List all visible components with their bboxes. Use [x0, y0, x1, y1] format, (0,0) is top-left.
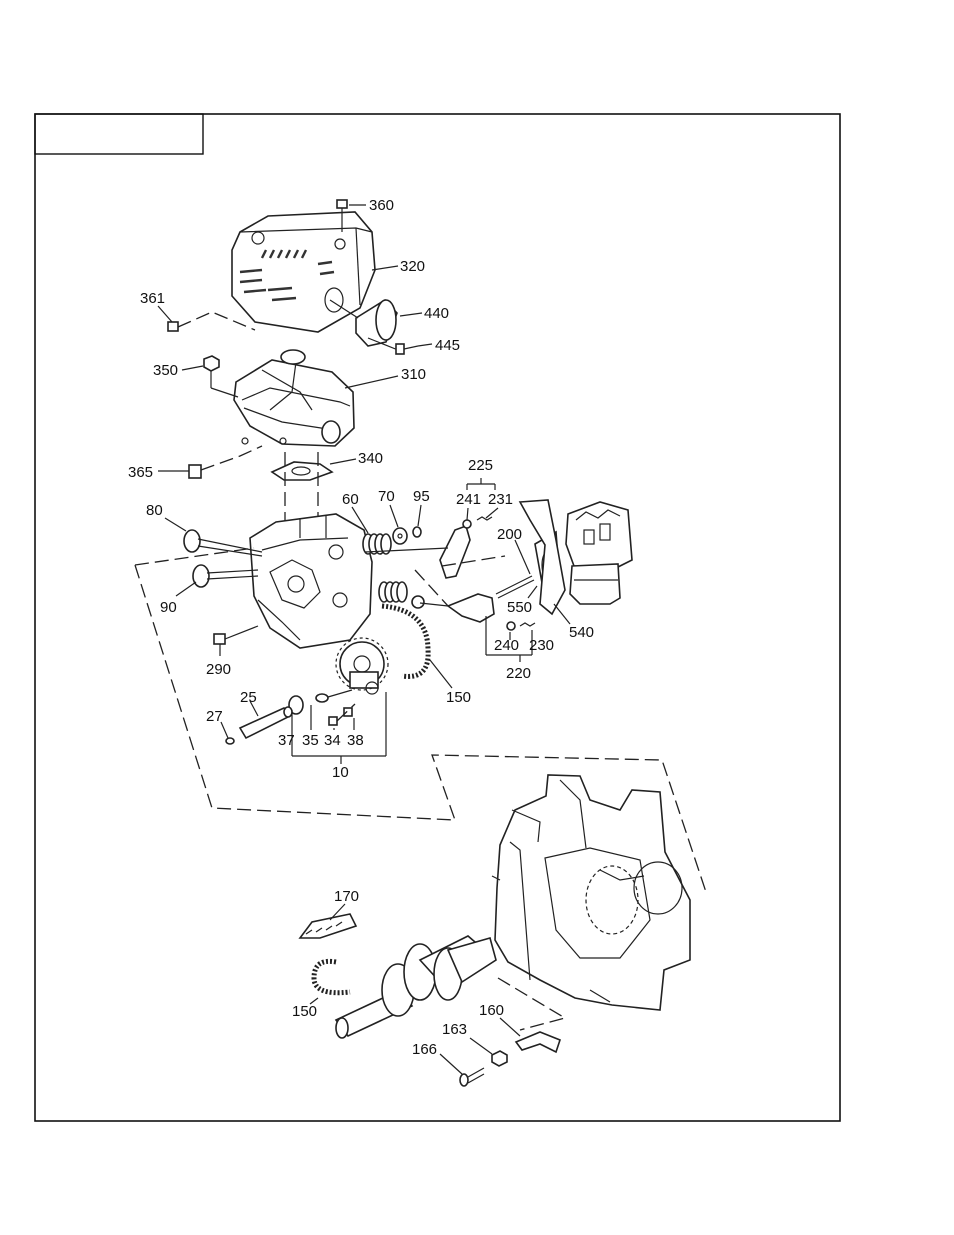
gasket-550 — [518, 499, 566, 616]
label-163: 163 — [442, 1021, 467, 1038]
screw-445 — [395, 343, 419, 355]
intake-valve-80 — [183, 529, 263, 557]
label-90: 90 — [160, 599, 177, 616]
label-220: 220 — [506, 665, 531, 682]
bracket-225-241-231 — [466, 478, 499, 521]
bolt-290 — [213, 625, 259, 645]
cam-sprocket-10 — [335, 637, 389, 695]
muffler-310 — [233, 349, 355, 447]
bracket-220-240-230 — [485, 616, 533, 662]
label-27: 27 — [206, 708, 223, 725]
bolt-361 — [167, 311, 256, 332]
label-70: 70 — [378, 488, 395, 505]
cylinder-head — [249, 513, 373, 649]
label-95: 95 — [413, 488, 430, 505]
bolt-166 — [459, 1067, 485, 1087]
clip-27 — [225, 737, 235, 745]
label-440: 440 — [424, 305, 449, 322]
tensioner-160 — [514, 1031, 561, 1054]
label-240: 240 — [494, 637, 519, 654]
bracket-10-assembly — [291, 692, 387, 764]
bolt-360 — [336, 199, 348, 232]
muffler-cover-320 — [231, 211, 376, 333]
label-37: 37 — [278, 732, 295, 749]
label-160: 160 — [479, 1002, 504, 1019]
label-361: 361 — [140, 290, 165, 307]
nut-350 — [203, 355, 239, 398]
label-170: 170 — [334, 888, 359, 905]
rocker-arm-225 — [364, 516, 506, 579]
label-25: 25 — [240, 689, 257, 706]
crankshaft — [334, 935, 497, 1039]
label-230: 230 — [529, 637, 554, 654]
label-550: 550 — [507, 599, 532, 616]
label-60: 60 — [342, 491, 359, 508]
cam-pin-35 — [315, 689, 353, 703]
label-340: 340 — [358, 450, 383, 467]
push-rod-200 — [495, 575, 535, 599]
label-350: 350 — [153, 362, 178, 379]
exhaust-valve-90 — [192, 564, 259, 588]
chain-guide-170 — [298, 913, 358, 939]
label-360: 360 — [369, 197, 394, 214]
carburetor-540 — [565, 501, 633, 605]
label-10: 10 — [332, 764, 349, 781]
label-166: 166 — [412, 1041, 437, 1058]
timing-chain-150-lower — [311, 958, 351, 996]
nut-163 — [491, 1050, 508, 1067]
label-290: 290 — [206, 661, 231, 678]
label-150-upper: 150 — [446, 689, 471, 706]
label-80: 80 — [146, 502, 163, 519]
spark-arrester-440 — [329, 298, 399, 351]
o-ring-37 — [288, 695, 304, 715]
cam-weight-34 — [328, 703, 356, 726]
valve-spring-60 — [362, 533, 392, 555]
dashed-boundary-upper — [134, 547, 707, 893]
label-310: 310 — [401, 366, 426, 383]
dashed-boundary-lower — [497, 977, 567, 1031]
page-frame — [34, 113, 841, 1122]
label-365: 365 — [128, 464, 153, 481]
valve-spring-lower — [378, 581, 425, 609]
label-540: 540 — [569, 624, 594, 641]
label-200: 200 — [497, 526, 522, 543]
shaft-25 — [238, 706, 293, 740]
label-150-lower: 150 — [292, 1003, 317, 1020]
crankcase — [491, 774, 691, 1011]
label-38: 38 — [347, 732, 364, 749]
label-225: 225 — [468, 457, 493, 474]
rocker-arm-220 — [414, 569, 536, 631]
label-320: 320 — [400, 258, 425, 275]
label-34: 34 — [324, 732, 341, 749]
retainer-70 — [392, 527, 408, 545]
label-231: 231 — [488, 491, 513, 508]
bolt-365 — [188, 445, 263, 479]
timing-chain-150 — [381, 603, 431, 679]
label-241: 241 — [456, 491, 481, 508]
label-35: 35 — [302, 732, 319, 749]
keeper-95 — [412, 526, 422, 538]
title-box — [34, 113, 204, 155]
label-445: 445 — [435, 337, 460, 354]
